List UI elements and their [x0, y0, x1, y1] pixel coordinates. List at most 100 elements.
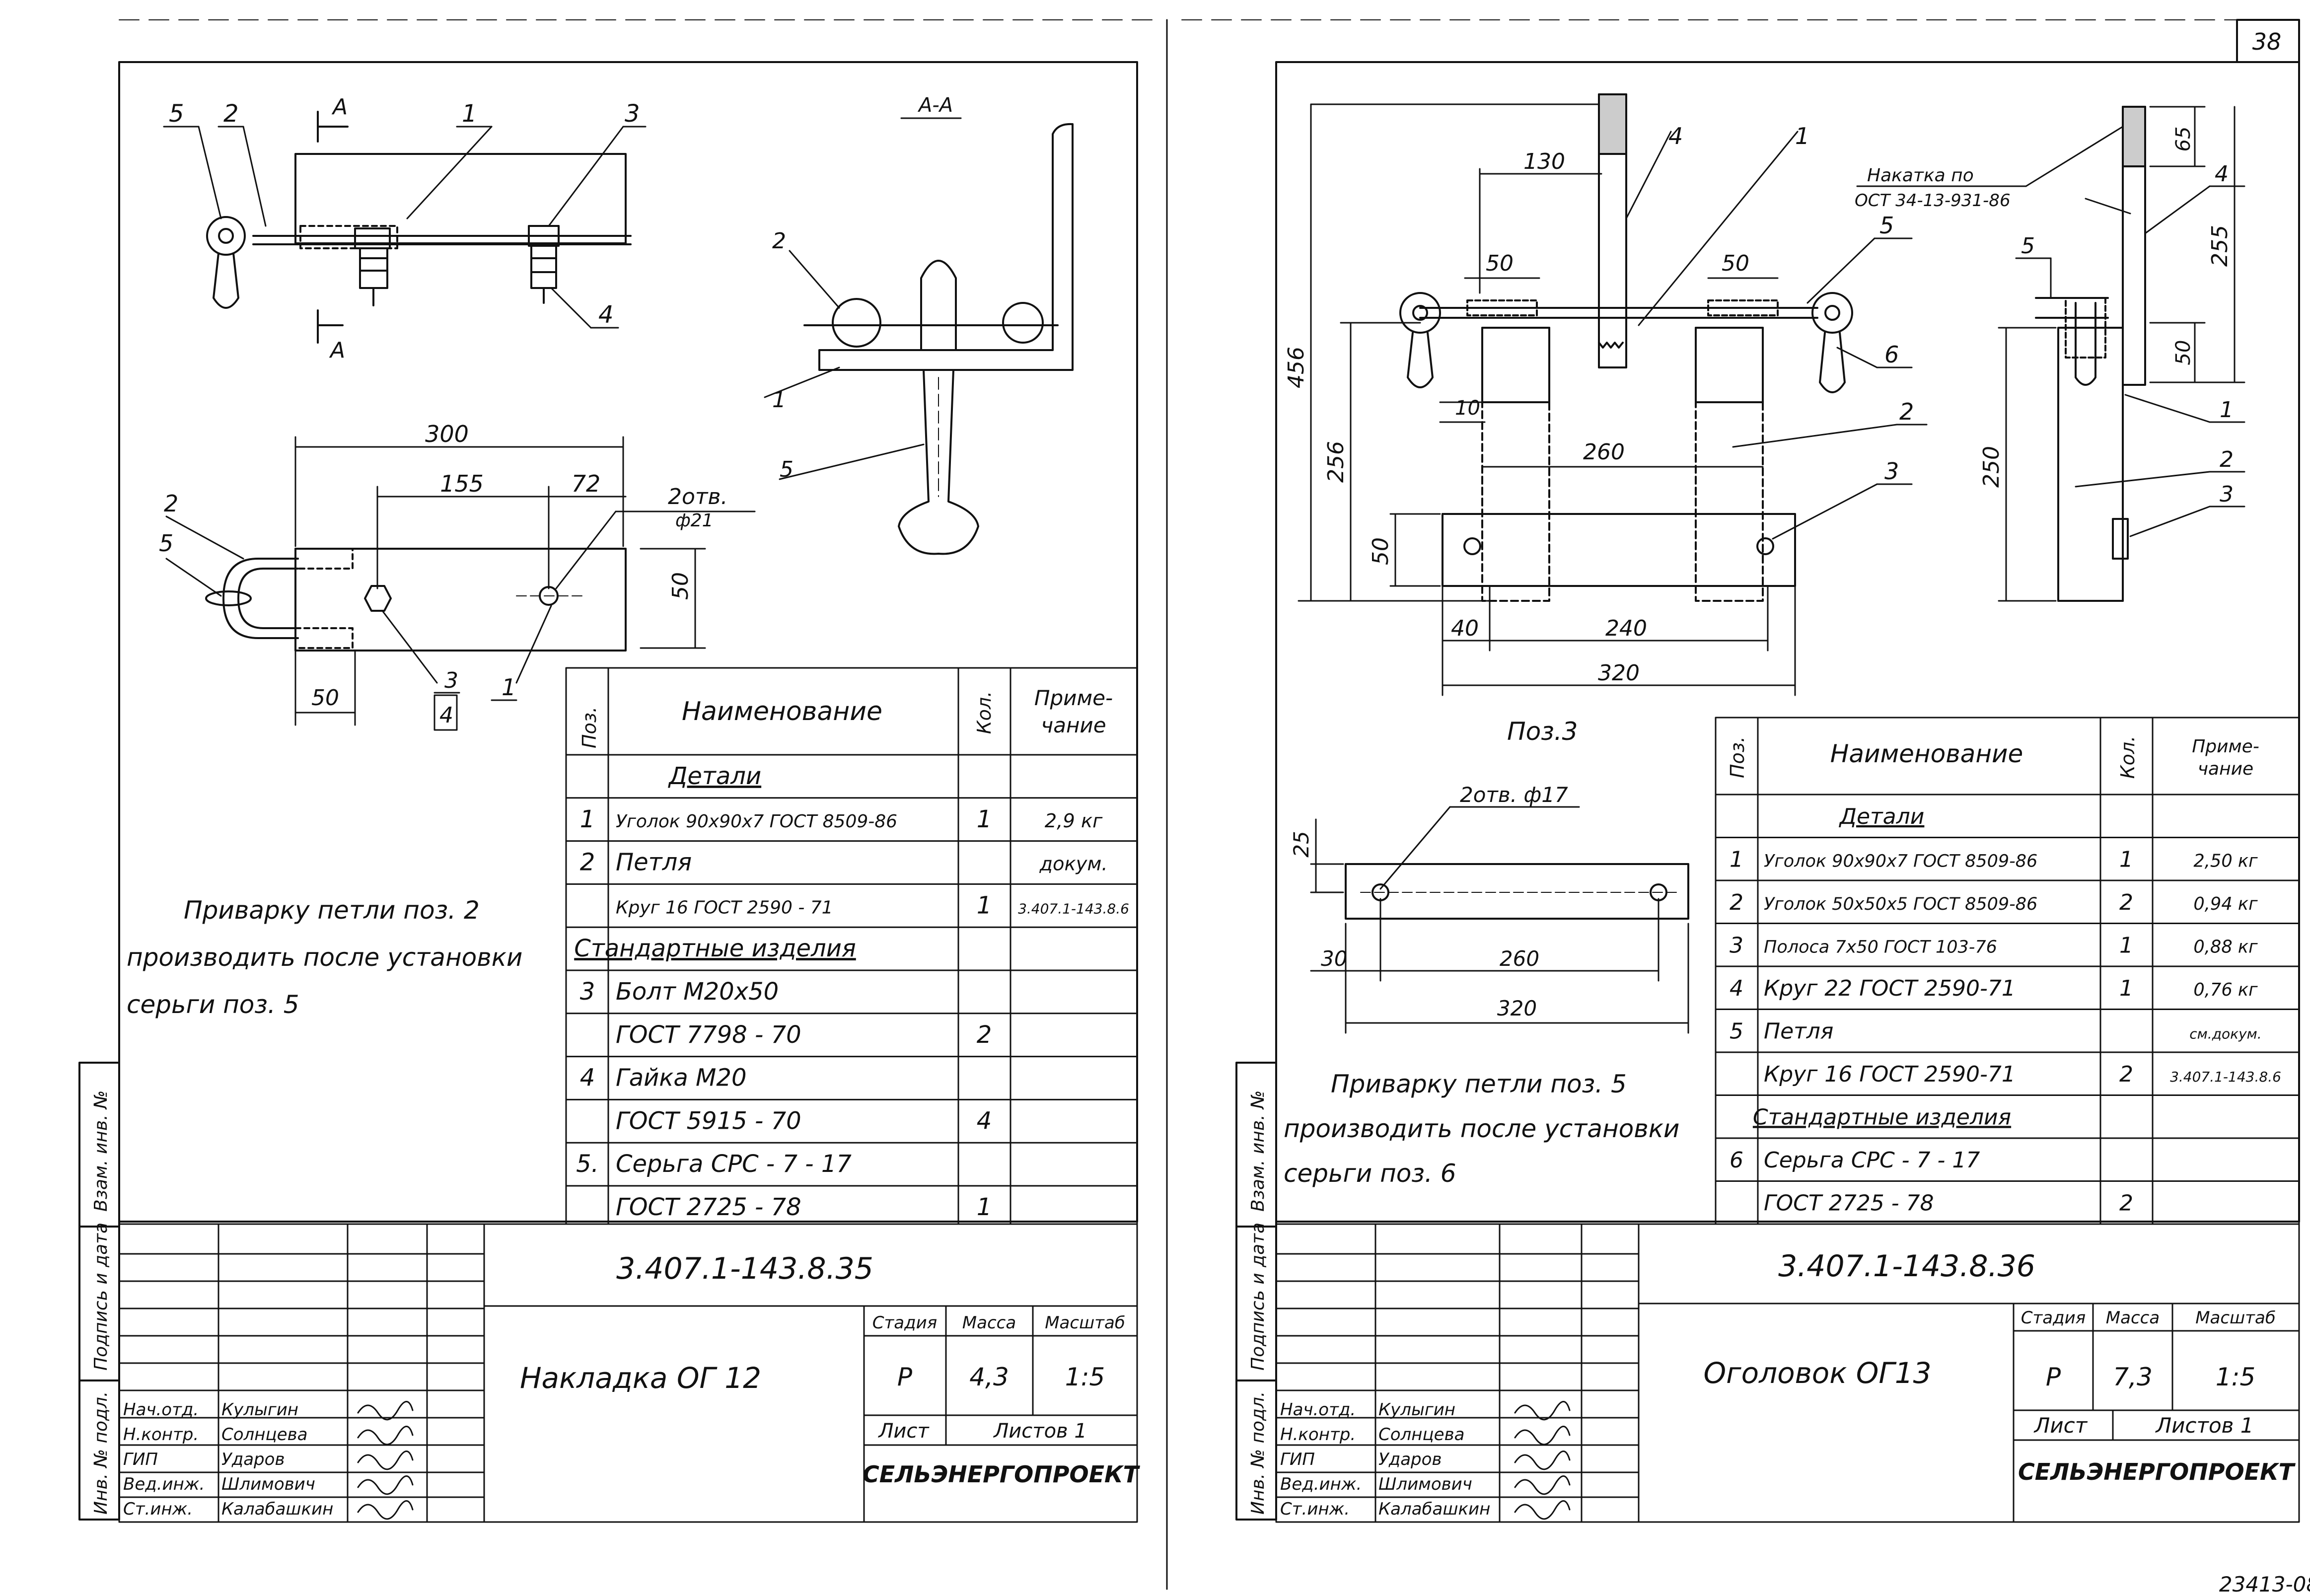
callout-4: 4 [598, 301, 614, 329]
dim-300: 300 [425, 421, 469, 447]
signature [357, 1401, 414, 1421]
staff-role: Н.контр. [123, 1425, 199, 1445]
side-stamp-right: Инв. № подл. Подпись и дата Взам. инв. № [1235, 1062, 1277, 1521]
rf-callout-3: 3 [1884, 458, 1899, 485]
row-name: ГОСТ 7798 - 70 [616, 1021, 801, 1049]
dim-65: 65 [2172, 127, 2195, 152]
dim-255: 255 [2207, 225, 2233, 267]
signature [1514, 1475, 1571, 1495]
right-note-line2: производить после установки [1284, 1114, 1679, 1143]
row-note: 3.407.1-143.8.6 [2170, 1069, 2281, 1085]
knurl-note-1: Накатка по [1867, 165, 1974, 186]
right-sheet-h: Лист [2033, 1413, 2088, 1438]
right-stage-h: Стадия [2021, 1308, 2086, 1328]
left-scale-h: Масштаб [1045, 1313, 1125, 1333]
staff-name: Калабашкин [221, 1499, 333, 1519]
table-row: 5. Серьга СРС - 7 - 17 [576, 1150, 852, 1178]
right-side-view [2035, 106, 2146, 602]
side-stamp-sign-r: Подпись и дата [1248, 1223, 1268, 1371]
staff-role: Нач.отд. [123, 1400, 199, 1420]
plan-callout-2: 2 [164, 490, 178, 517]
row-name: Уголок 90х90х7 ГОСТ 8509-86 [1764, 851, 2037, 871]
right-part-name: Оголовок ОГ13 [1703, 1356, 1931, 1390]
plan-callout-5: 5 [159, 530, 173, 557]
dim-72: 72 [572, 470, 601, 497]
row-qty: 1 [2119, 976, 2133, 1001]
dim-260: 260 [1583, 439, 1625, 465]
row-section-title: Стандартные изделия [574, 935, 856, 962]
staff-row: Нач.отд. Кулыгин [123, 1400, 414, 1421]
rs-callout-2: 2 [2220, 447, 2234, 472]
dim-hole-d: ф21 [675, 510, 714, 531]
row-pos: 5. [576, 1150, 599, 1178]
row-name: Круг 16 ГОСТ 2590-71 [1764, 1062, 2016, 1087]
row-note: 3.407.1-143.8.6 [1018, 900, 1129, 917]
staff-role: Ст.инж. [123, 1499, 193, 1519]
staff-name: Солнцева [221, 1425, 307, 1445]
pos3-d260: 260 [1500, 946, 1539, 971]
right-th-note1: Приме- [2192, 736, 2259, 757]
row-name: ГОСТ 2725 - 78 [1764, 1190, 1934, 1216]
staff-name: Кулыгин [221, 1400, 298, 1420]
row-pos: 1 [580, 805, 595, 833]
staff-row: Вед.инж.Шлимович [123, 1474, 414, 1495]
plan-callout-4: 4 [439, 703, 453, 728]
row-pos: 3 [580, 978, 595, 1006]
table-row: ГОСТ 7798 - 70 2 [616, 1021, 992, 1049]
dim-456: 456 [1284, 347, 1309, 388]
row-qty: 1 [2119, 933, 2133, 958]
row-note: 0,76 кг [2193, 980, 2258, 1000]
staff-name: Солнцева [1378, 1425, 1464, 1445]
row-note: см.докум. [2189, 1025, 2261, 1042]
rf-callout-6: 6 [1884, 341, 1899, 368]
right-note-line1: Приварку петли поз. 5 [1331, 1070, 1627, 1098]
side-stamp-left: Инв. № подл. Подпись и дата Взам. инв. № [78, 1062, 120, 1521]
callout-3: 3 [625, 100, 640, 128]
row-pos: 3 [1730, 933, 1743, 958]
view-label-aa: А-А [917, 94, 953, 117]
right-sheets-h: Листов 1 [2155, 1413, 2254, 1438]
row-qty: 4 [977, 1107, 992, 1135]
row-name: Серьга СРС - 7 - 17 [616, 1150, 852, 1178]
rf-callout-5: 5 [1879, 212, 1894, 239]
row-qty: 1 [2119, 847, 2133, 872]
staff-row: Н.контр.Солнцева [1280, 1425, 1571, 1446]
staff-name: Ударов [221, 1450, 285, 1469]
dim-256: 256 [1323, 441, 1349, 483]
left-front-view [206, 111, 632, 344]
bottom-stamp: 23413-08 [2219, 1572, 2310, 1596]
aa-callout-2: 2 [772, 228, 786, 254]
row-qty: 2 [977, 1021, 992, 1049]
row-name: ГОСТ 5915 - 70 [616, 1107, 801, 1135]
staff-name: Шлимович [221, 1474, 315, 1494]
section-mark-a-bottom: А [329, 338, 345, 363]
left-plan-dims [294, 436, 756, 726]
right-side-dims [1856, 106, 2245, 602]
dim-130: 130 [1523, 149, 1565, 174]
dim-50-a: 50 [1486, 251, 1514, 276]
row-qty: 1 [977, 891, 992, 919]
row-name: Гайка М20 [616, 1064, 747, 1092]
left-stage: Р [897, 1363, 913, 1391]
right-front-view [1399, 93, 1853, 602]
staff-name: Калабашкин [1378, 1499, 1490, 1519]
row-name: Уголок 90х90х7 ГОСТ 8509-86 [616, 811, 897, 832]
staff-role: ГИП [123, 1450, 158, 1469]
left-note-line2: производить после установки [127, 943, 522, 972]
row-note: 2,9 кг [1045, 810, 1103, 832]
row-note: 2,50 кг [2193, 851, 2258, 871]
rs-callout-4: 4 [2215, 161, 2229, 187]
dim-240: 240 [1605, 616, 1647, 641]
side-stamp-inv-r: Инв. № подл. [1248, 1391, 1268, 1515]
dim-320: 320 [1598, 660, 1640, 686]
pos3-label: Поз.3 [1507, 717, 1578, 746]
staff-row: Н.контр. Солнцева [123, 1425, 414, 1446]
